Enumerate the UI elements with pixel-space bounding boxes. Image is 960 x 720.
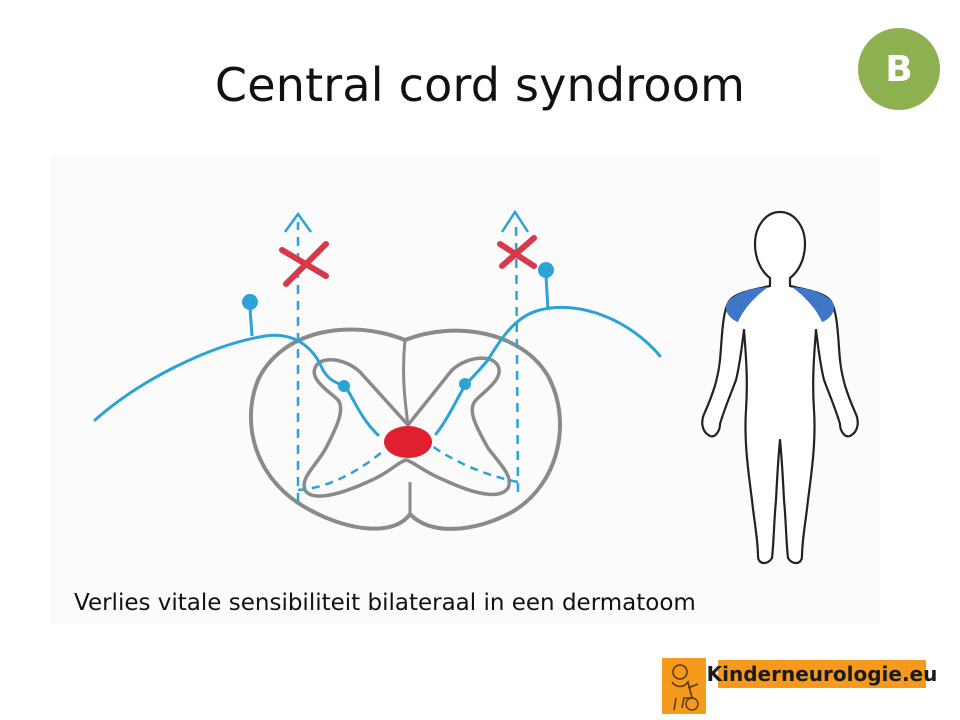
left-interruption-cross bbox=[279, 241, 329, 287]
left-dorsal-horn-neuron bbox=[338, 380, 350, 392]
grey-matter-outline bbox=[302, 356, 512, 498]
right-tract-crossing bbox=[431, 444, 519, 484]
site-logo-text: Kinderneurologie.eu bbox=[706, 660, 938, 688]
right-sensory-nerve bbox=[434, 305, 662, 436]
left-dorsal-root-ganglion bbox=[242, 294, 258, 310]
right-ganglion-stalk bbox=[544, 275, 550, 311]
right-dorsal-root-ganglion bbox=[538, 262, 554, 278]
child-figure-logo-icon bbox=[662, 658, 706, 714]
right-shoulder-dermatome bbox=[792, 287, 834, 322]
spinal-cord-outline bbox=[249, 327, 562, 531]
right-tract-arrowhead bbox=[500, 209, 530, 233]
human-body-outline bbox=[701, 210, 859, 565]
central-lesion bbox=[384, 426, 432, 458]
left-tract-arrowhead bbox=[283, 211, 313, 233]
left-shoulder-dermatome bbox=[726, 287, 768, 322]
slide-title: Central cord syndroom bbox=[214, 58, 746, 112]
left-sensory-nerve bbox=[93, 333, 380, 437]
median-fissure bbox=[402, 339, 410, 426]
right-interruption-cross bbox=[497, 235, 537, 269]
slide-caption: Verlies vitale sensibiliteit bilateraal … bbox=[74, 590, 696, 616]
right-ascending-tract bbox=[514, 221, 520, 493]
slide-badge: B bbox=[858, 28, 940, 110]
right-dorsal-horn-neuron bbox=[459, 378, 471, 390]
left-tract-crossing bbox=[297, 451, 383, 492]
left-ganglion-stalk bbox=[248, 307, 254, 337]
